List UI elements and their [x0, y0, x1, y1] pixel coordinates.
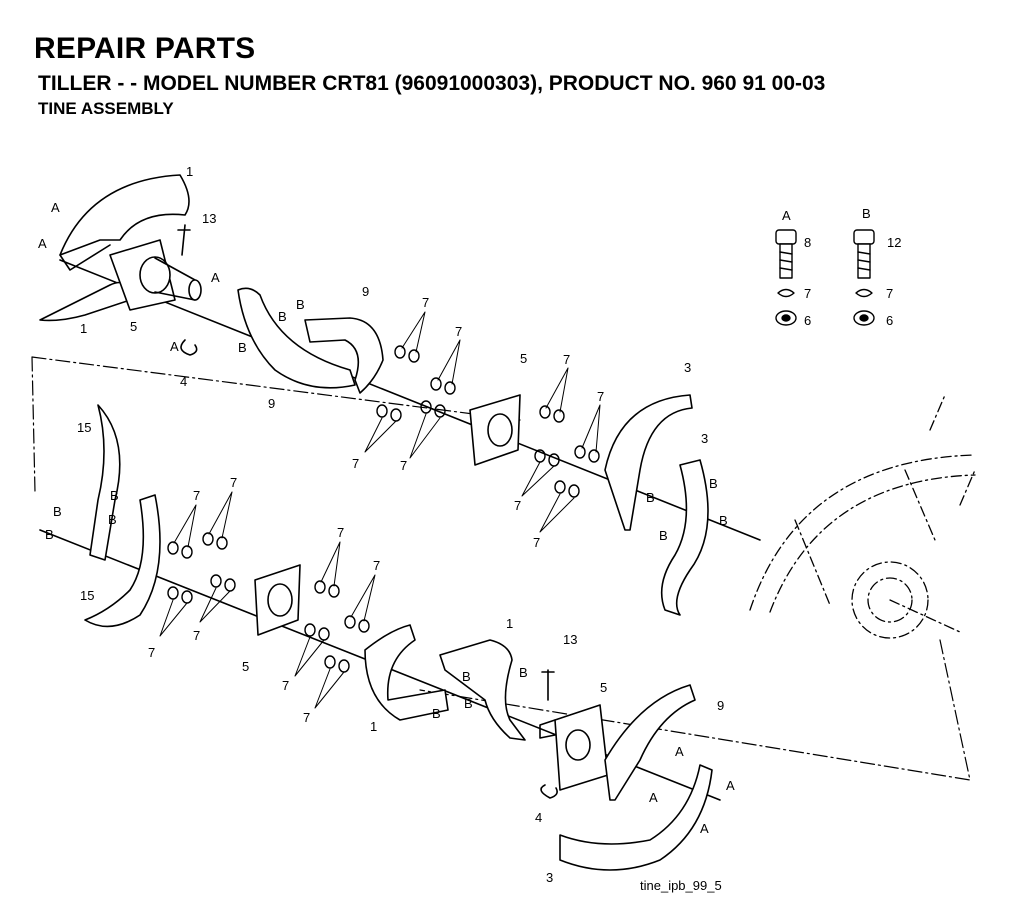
- tine-3-lower: [559, 764, 713, 871]
- legend-bolt-b: 12: [887, 235, 901, 250]
- callout-b: B: [646, 490, 655, 505]
- callout-a: A: [211, 270, 220, 285]
- legend-col-a: A: [782, 208, 791, 223]
- callout-13: 13: [563, 632, 577, 647]
- callout-a: A: [51, 200, 60, 215]
- callout-7: 7: [533, 535, 540, 550]
- callout-1: 1: [370, 719, 377, 734]
- callout-7: 7: [597, 389, 604, 404]
- model-subtitle: TILLER - - MODEL NUMBER CRT81 (960910003…: [38, 72, 826, 95]
- callout-b: B: [709, 476, 718, 491]
- callout-3: 3: [701, 431, 708, 446]
- legend-lock-a: 7: [804, 286, 811, 301]
- legend-bolt-a: 8: [804, 235, 811, 250]
- upper-shaft-line: [59, 259, 761, 541]
- callout-a: A: [675, 744, 684, 759]
- callout-1: 1: [186, 164, 193, 179]
- callout-b: B: [238, 340, 247, 355]
- callout-7: 7: [148, 645, 155, 660]
- tine-9-left: [237, 287, 356, 389]
- callout-b: B: [53, 504, 62, 519]
- callout-a: A: [170, 339, 179, 354]
- tine-1-upper: [59, 174, 190, 256]
- callout-7: 7: [514, 498, 521, 513]
- legend-lock-b: 7: [886, 286, 893, 301]
- callout-15: 15: [80, 588, 94, 603]
- callout-7: 7: [400, 458, 407, 473]
- callout-b: B: [296, 297, 305, 312]
- callout-7: 7: [230, 475, 237, 490]
- callout-b: B: [719, 513, 728, 528]
- callout-b: B: [45, 527, 54, 542]
- callout-7: 7: [422, 295, 429, 310]
- leader-lines: [159, 311, 601, 709]
- tine-15-lower: [84, 494, 161, 628]
- callout-b: B: [462, 669, 471, 684]
- callout-3: 3: [546, 870, 553, 885]
- tine-15-upper: [89, 404, 121, 561]
- washer-set: [167, 345, 600, 673]
- section-title: TINE ASSEMBLY: [38, 99, 174, 118]
- callout-b: B: [110, 488, 119, 503]
- callout-15: 15: [77, 420, 91, 435]
- phantom-outline: [31, 356, 971, 781]
- callout-9: 9: [268, 396, 275, 411]
- callout-9: 9: [362, 284, 369, 299]
- callout-13: 13: [202, 211, 216, 226]
- callout-7: 7: [193, 628, 200, 643]
- callout-b: B: [278, 309, 287, 324]
- tine-9-lower: [604, 684, 696, 801]
- legend-col-b: B: [862, 206, 871, 221]
- callout-7: 7: [303, 710, 310, 725]
- callout-b: B: [432, 706, 441, 721]
- clip-4-upper: [180, 339, 198, 356]
- tine-3-a: [604, 394, 693, 531]
- callout-5: 5: [520, 351, 527, 366]
- tine-9-right: [304, 317, 384, 394]
- callout-5: 5: [242, 659, 249, 674]
- callout-a: A: [726, 778, 735, 793]
- callout-7: 7: [455, 324, 462, 339]
- callout-1: 1: [506, 616, 513, 631]
- clip-4-lower: [540, 784, 558, 799]
- callout-7: 7: [352, 456, 359, 471]
- tine-3-b: [660, 459, 709, 616]
- callout-a: A: [38, 236, 47, 251]
- callout-4: 4: [180, 374, 187, 389]
- pin-13-upper: [177, 224, 191, 256]
- tine-1-lower-a: [364, 624, 449, 721]
- figure-id: tine_ipb_99_5: [640, 878, 722, 893]
- tine-1-lower: [39, 281, 131, 322]
- pin-13-lower: [541, 669, 555, 701]
- hardware-legend: [775, 229, 875, 326]
- callout-7: 7: [282, 678, 289, 693]
- callout-7: 7: [193, 488, 200, 503]
- callout-5: 5: [600, 680, 607, 695]
- callout-3: 3: [684, 360, 691, 375]
- callout-b: B: [659, 528, 668, 543]
- callout-5: 5: [130, 319, 137, 334]
- tiller-hub-ghost: [749, 394, 976, 639]
- tine-1-lower-b: [439, 639, 526, 741]
- callout-7: 7: [337, 525, 344, 540]
- callout-a: A: [649, 790, 658, 805]
- callout-b: B: [519, 665, 528, 680]
- callout-1: 1: [80, 321, 87, 336]
- legend-nut-a: 6: [804, 313, 811, 328]
- callout-7: 7: [563, 352, 570, 367]
- callout-b: B: [108, 512, 117, 527]
- callout-9: 9: [717, 698, 724, 713]
- callout-7: 7: [373, 558, 380, 573]
- legend-nut-b: 6: [886, 313, 893, 328]
- callout-a: A: [700, 821, 709, 836]
- callout-b: B: [464, 696, 473, 711]
- callout-4: 4: [535, 810, 542, 825]
- page-title: REPAIR PARTS: [34, 32, 256, 65]
